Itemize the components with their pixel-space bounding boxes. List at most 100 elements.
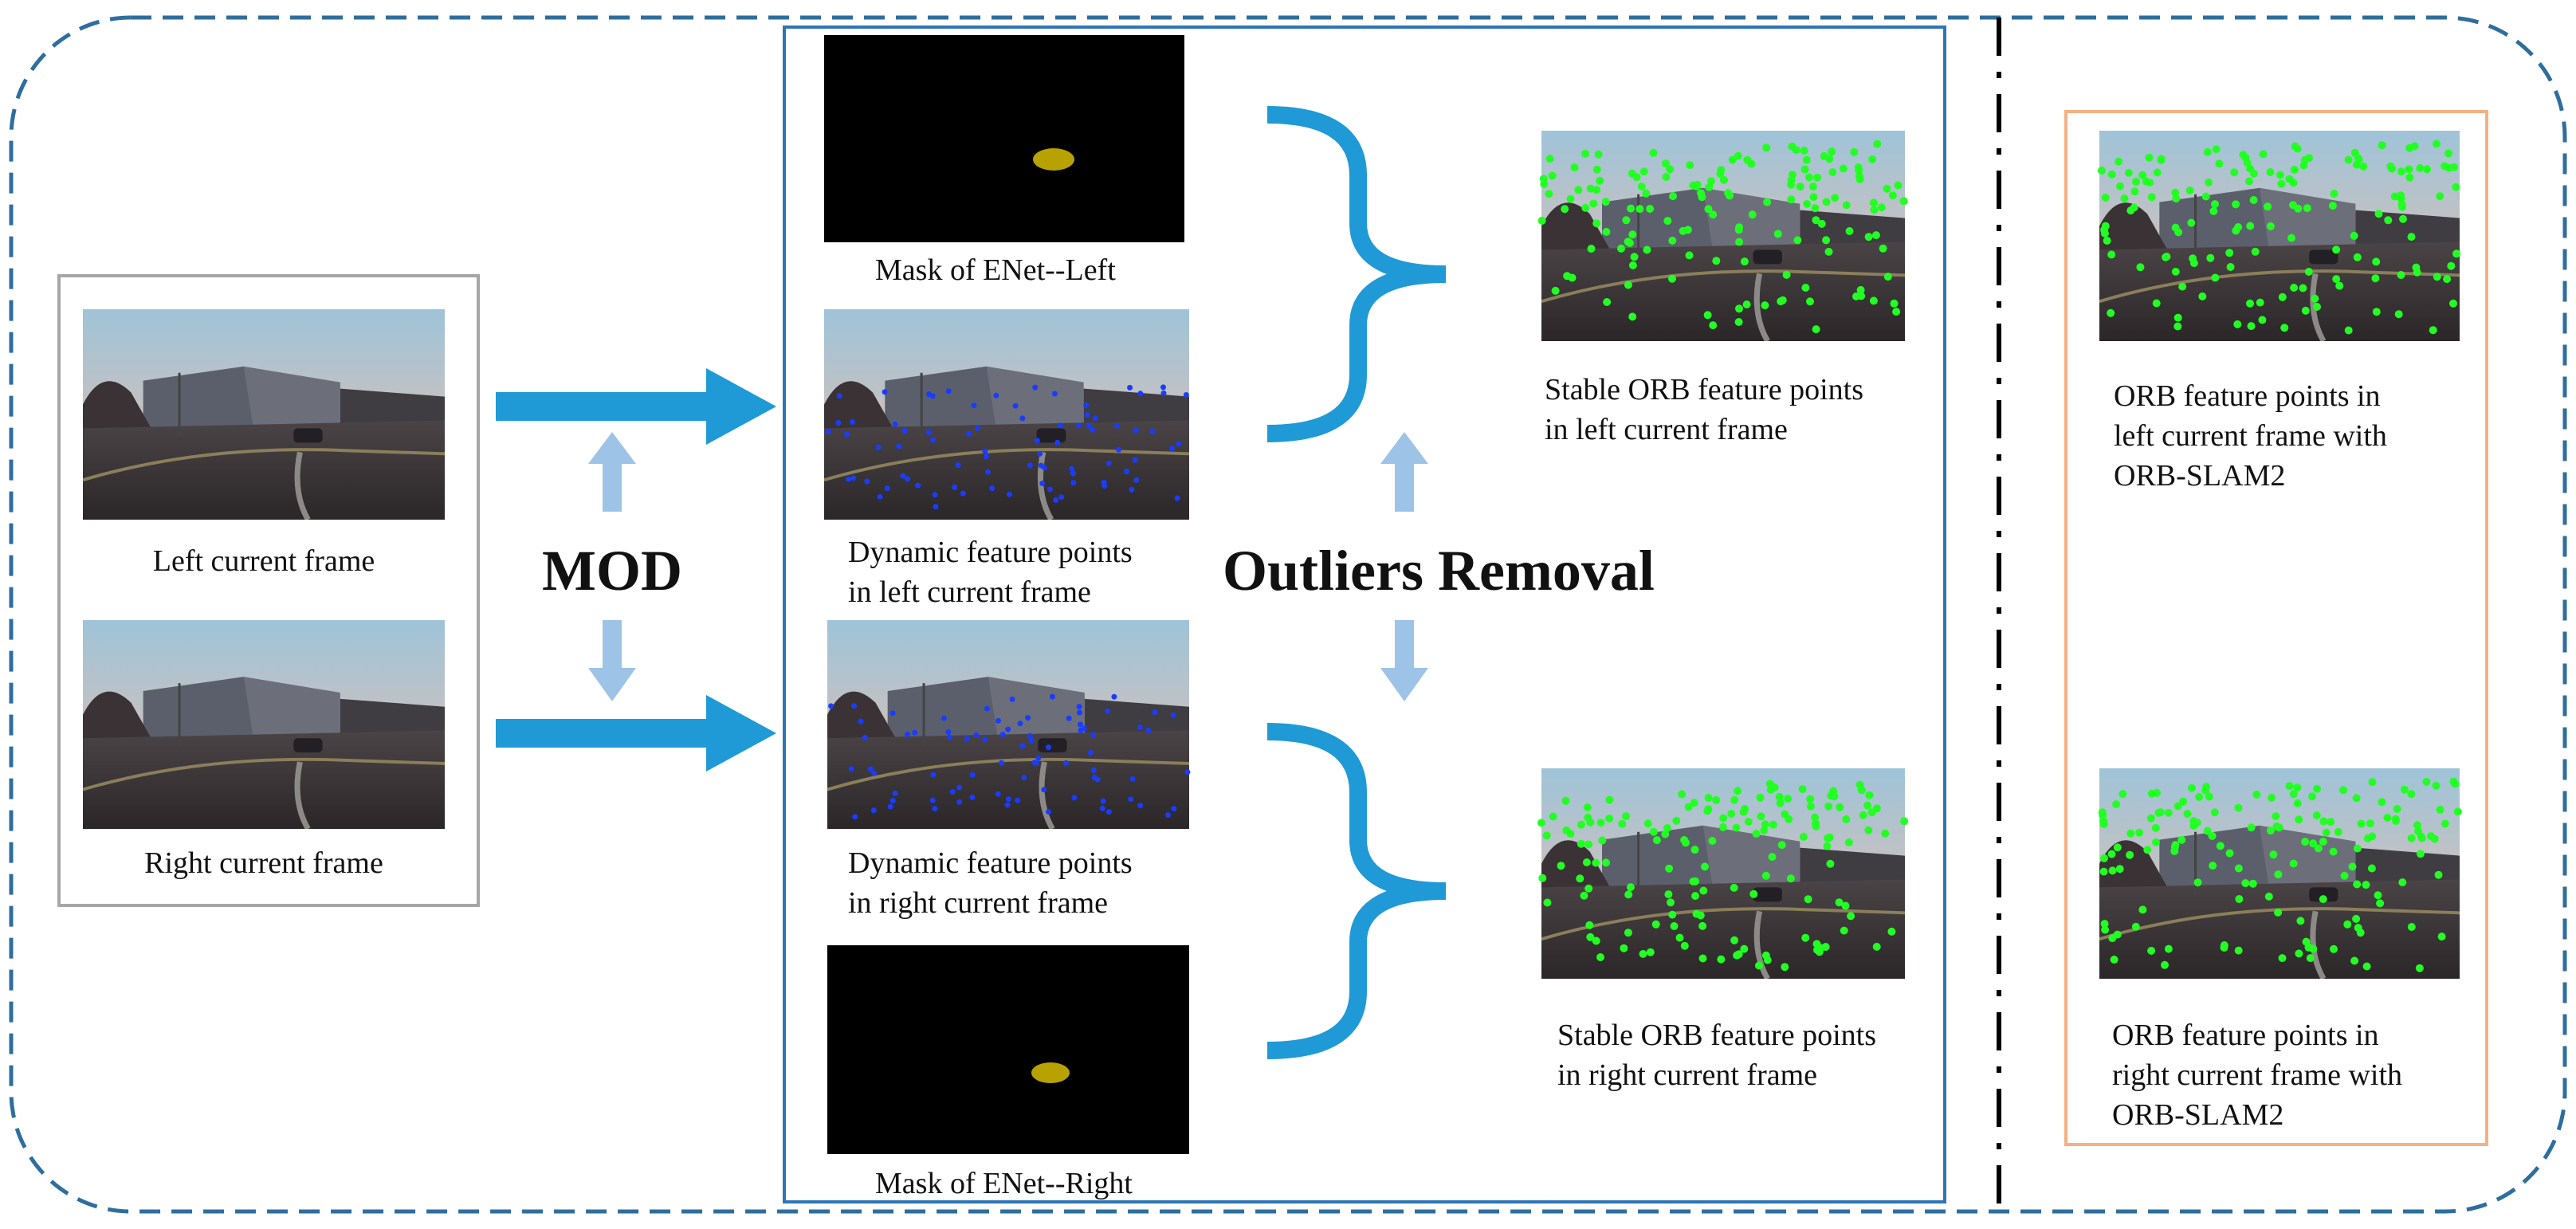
feature-point: [896, 443, 902, 450]
feature-point: [2101, 194, 2110, 202]
feature-point: [1719, 175, 1728, 184]
feature-point: [2161, 960, 2169, 969]
feature-point: [1704, 794, 1713, 802]
orbslam-right-caption-line3: ORB-SLAM2: [2112, 1098, 2284, 1132]
feature-point: [1840, 926, 1848, 935]
feature-point: [2413, 821, 2421, 830]
feature-point: [2301, 838, 2310, 846]
feature-point: [969, 772, 976, 778]
feature-point: [1070, 470, 1077, 477]
feature-point: [2234, 946, 2243, 955]
dynamic-right-caption-line1: Dynamic feature points: [848, 846, 1133, 880]
feature-point: [2374, 210, 2383, 218]
feature-point: [1812, 325, 1820, 334]
feature-point: [1017, 721, 1023, 727]
feature-point: [2334, 827, 2342, 836]
feature-point: [2259, 150, 2268, 159]
feature-point: [1799, 832, 1808, 841]
feature-point: [1663, 824, 1671, 832]
feature-point: [2179, 797, 2188, 806]
feature-point: [2107, 250, 2116, 259]
feature-point: [2112, 800, 2121, 808]
feature-point: [1114, 422, 1120, 429]
feature-point: [2278, 954, 2287, 963]
feature-point: [1749, 889, 1758, 898]
mask-left-blob: [1033, 148, 1074, 171]
feature-point: [1685, 251, 1694, 260]
feature-point: [2145, 153, 2154, 162]
feature-point: [2313, 302, 2321, 311]
feature-point: [825, 428, 831, 434]
feature-point: [1892, 308, 1901, 316]
feature-point: [2319, 817, 2328, 826]
feature-point: [1877, 203, 1886, 212]
feature-point: [2399, 214, 2407, 223]
feature-point: [1622, 812, 1631, 821]
feature-point: [1137, 803, 1144, 809]
feature-point: [1587, 245, 1596, 253]
feature-point: [2210, 808, 2219, 817]
feature-point: [1761, 871, 1770, 880]
feature-point: [2126, 850, 2134, 859]
feature-point: [2130, 203, 2138, 212]
feature-point: [2113, 930, 2122, 939]
feature-point: [1562, 826, 1571, 834]
feature-point: [1748, 210, 1757, 219]
feature-point: [2319, 895, 2327, 904]
feature-point: [2289, 859, 2298, 868]
feature-point: [1592, 936, 1600, 945]
feature-point: [2101, 925, 2110, 934]
feature-point: [1808, 183, 1817, 191]
feature-point: [2309, 944, 2318, 953]
mask-right-blob: [1031, 1062, 1070, 1083]
feature-point: [2243, 159, 2252, 167]
feature-point: [1626, 883, 1635, 892]
dynamic-left-image: [824, 309, 1189, 520]
feature-point: [1887, 927, 1896, 936]
feature-point: [1763, 198, 1772, 206]
feature-point: [2234, 864, 2243, 873]
feature-point: [1699, 886, 1708, 895]
input-frames-panel: [57, 274, 480, 907]
feature-point: [2327, 818, 2335, 827]
feature-point: [2299, 161, 2308, 170]
feature-point: [2119, 790, 2127, 799]
feature-point: [1137, 724, 1143, 730]
feature-point: [1825, 833, 1834, 842]
feature-point: [2441, 162, 2449, 171]
feature-point: [1039, 481, 1046, 486]
feature-point: [2107, 170, 2116, 179]
feature-point: [2407, 233, 2416, 241]
feature-point: [1586, 933, 1595, 941]
feature-point: [995, 717, 1001, 724]
feature-point: [2295, 949, 2303, 958]
feature-point: [2290, 166, 2299, 174]
feature-point: [1719, 814, 1728, 823]
feature-point: [1009, 696, 1015, 702]
feature-point: [2115, 157, 2123, 166]
feature-point: [2189, 254, 2197, 263]
feature-point: [2264, 202, 2272, 211]
feature-point: [1636, 205, 1644, 214]
feature-point: [848, 766, 854, 772]
feature-point: [1669, 192, 1677, 201]
feature-point: [2256, 298, 2264, 307]
feature-point: [2453, 807, 2462, 816]
feature-point: [2304, 268, 2313, 276]
feature-point: [1584, 840, 1593, 849]
feature-point: [1717, 955, 1726, 964]
feature-point: [1663, 217, 1672, 226]
feature-point: [2397, 167, 2405, 176]
feature-point: [905, 731, 910, 737]
feature-point: [1775, 792, 1784, 801]
feature-point: [1777, 841, 1786, 850]
feature-point: [1046, 744, 1051, 751]
feature-point: [1686, 161, 1694, 170]
feature-point: [2407, 923, 2416, 931]
feature-point: [2099, 811, 2107, 819]
feature-point: [952, 484, 958, 490]
feature-point: [1788, 171, 1797, 179]
feature-point: [2100, 854, 2108, 862]
feature-point: [1900, 817, 1909, 826]
feature-point: [2371, 274, 2380, 283]
